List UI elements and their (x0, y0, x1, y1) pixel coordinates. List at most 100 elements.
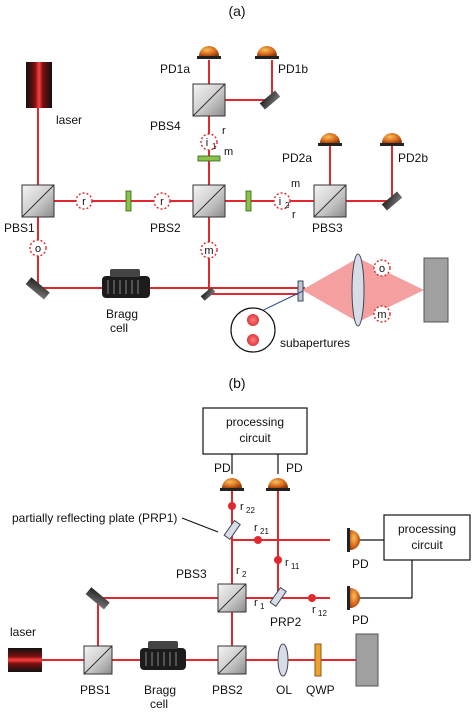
svg-text:1: 1 (212, 142, 217, 151)
svg-text:r: r (254, 597, 258, 609)
pbs3-cube-b (217, 583, 247, 613)
pd1a-detector (197, 46, 221, 59)
svg-text:i: i (206, 137, 208, 149)
pbs1-cube-b (83, 645, 113, 675)
svg-text:r: r (312, 604, 316, 616)
pd-right-2-b (347, 586, 360, 610)
marker-i1-m-label: m (224, 146, 233, 158)
mirror-pickoff-a (200, 287, 216, 301)
pd2b-label: PD2b (398, 151, 428, 165)
laser-label-b: laser (10, 625, 36, 639)
prp2-label: PRP2 (270, 615, 302, 629)
ray-marker-r12: r 12 (308, 594, 327, 618)
bragg-label-a-1: Bragg (106, 307, 138, 321)
mirror-pd2b-a (381, 191, 403, 211)
pd-label-top-left: PD (214, 461, 231, 475)
svg-text:22: 22 (246, 506, 255, 515)
svg-text:circuit: circuit (411, 538, 443, 552)
ol-label: OL (276, 683, 292, 697)
ray-marker-r21: r 21 (254, 522, 269, 544)
objective-lens-b (277, 643, 289, 677)
ray-marker-r11: r 11 (274, 556, 300, 571)
laser-label-a: laser (56, 113, 82, 127)
subapertures-inset (230, 307, 276, 353)
pd-label-right-2: PD (352, 613, 369, 627)
ray-marker-r22: r 22 (228, 501, 255, 515)
mirror-pbs1-b (85, 587, 110, 610)
pd-label-top-right: PD (286, 461, 303, 475)
pd-label-right-1: PD (352, 557, 369, 571)
pbs2-cube-a (192, 184, 226, 218)
svg-text:i: i (279, 196, 281, 208)
marker-o-pbs1: o (29, 239, 47, 257)
pd-top-left-b (220, 478, 244, 491)
subapertures-label: subapertures (280, 336, 350, 350)
bragg-cell-a (102, 269, 150, 298)
mirror-laser-fold-a (25, 277, 50, 300)
marker-i2-r-label: r (292, 209, 296, 221)
waveplate-2-a (245, 190, 252, 212)
svg-text:m: m (377, 309, 386, 321)
pbs1-label-b: PBS1 (80, 683, 111, 697)
pd1b-detector (255, 46, 279, 59)
beam-expander-a (252, 253, 449, 327)
marker-r-2: r (153, 192, 171, 210)
pbs2-label-a: PBS2 (150, 221, 181, 235)
processing-circuit-top: processing circuit (202, 407, 308, 455)
prp1-plate (223, 519, 241, 540)
waveplate-1-a (125, 190, 132, 212)
marker-o-expander: o (373, 259, 391, 277)
svg-text:r: r (236, 565, 240, 577)
pbs1-cube-a (21, 184, 55, 218)
pd2b-detector (380, 133, 404, 146)
pbs3-label-b: PBS3 (176, 567, 207, 581)
svg-text:r: r (240, 501, 244, 513)
panel-a-title: (a) (228, 3, 245, 19)
pbs4-label-a: PBS4 (150, 119, 181, 133)
waveplate-3-a (197, 155, 221, 162)
marker-m-pbs2: m (200, 241, 218, 259)
panel-b-title: (b) (228, 375, 245, 391)
svg-text:r: r (160, 196, 164, 208)
pbs3-cube-a (313, 184, 347, 218)
bragg-cell-b (140, 641, 186, 670)
pd1b-label: PD1b (278, 62, 308, 76)
pbs3-label-a: PBS3 (312, 221, 343, 235)
svg-text:o: o (379, 263, 385, 275)
svg-text:2: 2 (285, 201, 290, 210)
pbs2-cube-b (217, 645, 247, 675)
qwp-plate-b (314, 643, 322, 677)
marker-i1: i 1 (200, 133, 218, 151)
svg-text:processing: processing (226, 415, 284, 429)
prp1-label: partially reflecting plate (PRP1) (12, 511, 177, 525)
bragg-label-a-2: cell (110, 321, 128, 335)
laser-source-b (8, 648, 42, 672)
prp2-plate (269, 586, 287, 607)
svg-text:m: m (204, 245, 213, 257)
marker-i2: i 2 (273, 192, 291, 210)
qwp-label: QWP (306, 683, 335, 697)
svg-text:12: 12 (318, 609, 327, 618)
svg-text:o: o (35, 243, 41, 255)
ray-label-r1: r 1 (254, 597, 265, 611)
pd2a-label: PD2a (282, 151, 312, 165)
marker-r-1: r (75, 192, 93, 210)
ray-label-r2: r 2 (236, 565, 247, 579)
svg-text:r: r (82, 196, 86, 208)
svg-text:circuit: circuit (239, 431, 271, 445)
svg-text:11: 11 (291, 562, 300, 571)
laser-source-a (26, 62, 52, 108)
svg-text:r: r (254, 522, 258, 534)
bragg-label-b-1: Bragg (144, 683, 176, 697)
pd-right-1-b (347, 528, 360, 552)
processing-circuit-right: processing circuit (383, 514, 471, 561)
target-b (355, 633, 379, 687)
pbs1-label-a: PBS1 (4, 221, 35, 235)
pd1a-label: PD1a (160, 62, 190, 76)
svg-text:21: 21 (260, 527, 269, 536)
svg-text:r: r (285, 557, 289, 569)
pbs4-cube-a (192, 83, 226, 117)
marker-i2-m-label: m (291, 178, 300, 190)
svg-text:processing: processing (398, 522, 456, 536)
